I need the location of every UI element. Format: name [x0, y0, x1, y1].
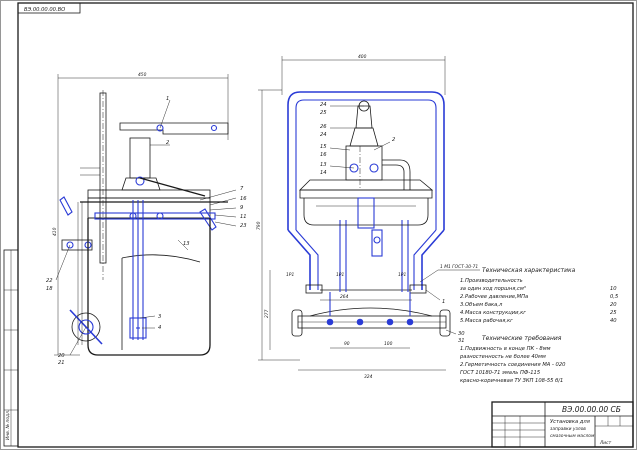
tech-specs-heading: Техническая характеристика: [482, 267, 576, 274]
spec-line-3: 2.Рабочее давление,МПа: [460, 294, 528, 300]
right-dim-bottom-2: 324: [364, 374, 373, 380]
inner-frame: [17, 2, 634, 448]
callout-right-14: 14: [320, 170, 327, 176]
callout-right-25: 24: [320, 102, 327, 108]
callout-left-22: 22: [46, 278, 53, 284]
side-stamp-strip: Инв. № подл.: [3, 249, 19, 447]
spec-value-1: 10: [610, 286, 617, 292]
callout-left-23: 23: [240, 223, 247, 229]
callout-left-2: 2: [166, 140, 169, 146]
tech-requirements: Технические требования 1.Подвижность в к…: [459, 335, 566, 384]
title-block: ВЭ.00.00.00 СБ Установка для заправки уз…: [491, 401, 634, 448]
spec-line-1: 1.Производительность: [460, 278, 523, 284]
callout-left-9: 9: [240, 205, 243, 211]
callout-right-1: 1: [442, 299, 445, 305]
callout-left-16: 16: [240, 196, 247, 202]
left-view: 450 410: [46, 72, 247, 366]
right-dim-side: 277: [264, 309, 270, 318]
callout-right-16: 16: [320, 152, 327, 158]
callout-left-11: 11: [240, 214, 247, 220]
callout-right-15: 15: [320, 144, 327, 150]
right-leader-label: 1 М1 ГОСТ-30-71: [440, 264, 478, 270]
req-line-5: красно-коричневая ТУ ЗКП 108-55 б/1: [460, 378, 563, 384]
req-line-3: 2.Герметичность соединения МА - 020: [460, 362, 566, 368]
callout-left-21: 21: [58, 360, 65, 366]
tech-specs: Техническая характеристика 1.Производите…: [460, 267, 619, 324]
left-dim-left: 410: [52, 227, 58, 236]
title-name-3: смазочным маслом: [550, 434, 595, 439]
right-dim-bottom-3: 90: [344, 341, 350, 347]
right-view: 400 790 277: [256, 54, 480, 380]
callout-right-27: 26: [320, 124, 327, 130]
spec-value-2: 0,5: [610, 294, 619, 300]
tech-req-heading: Технические требования: [482, 335, 562, 342]
req-line-1: 1.Подвижность в конце ПК - 8мм: [460, 346, 551, 352]
spec-value-3: 20: [610, 302, 617, 308]
callout-left-13: 13: [183, 241, 190, 247]
callout-right-31: 31: [458, 338, 465, 344]
title-sheet-label: Лист: [599, 440, 612, 446]
callout-left-3: 3: [158, 314, 161, 320]
weld-mark-1: 1Р1: [286, 272, 294, 278]
header-code-box: ВЭ.00.00.00.ВО: [17, 2, 81, 14]
spec-value-4: 25: [610, 310, 617, 316]
spec-line-5: 4.Масса конструкции,кг: [460, 310, 526, 316]
spec-value-5: 40: [610, 318, 617, 324]
header-code: ВЭ.00.00.00.ВО: [24, 7, 65, 13]
right-dim-height: 790: [256, 221, 262, 230]
req-line-4: ГОСТ 10180-71 эмаль ПФ-115: [460, 370, 541, 376]
callout-right-24: 24: [320, 132, 327, 138]
req-line-2: разностенность не более 40мм: [459, 354, 546, 360]
weld-mark-2: 1Р1: [336, 272, 344, 278]
callout-right-30: 30: [458, 331, 465, 337]
callout-left-1: 1: [166, 96, 169, 102]
right-dim-bottom-4: 100: [384, 341, 393, 347]
callout-right-2: 2: [392, 137, 395, 143]
title-name-1: Установка для: [550, 419, 590, 425]
callout-right-13: 13: [320, 162, 327, 168]
left-callouts: 1 2 7 16 9 11 23 13 22 18 3 4 20 21: [46, 96, 247, 366]
spec-line-4: 3.Объем бака,л: [460, 302, 503, 308]
callout-left-4: 4: [158, 325, 161, 331]
weld-mark-3: 1Р1: [398, 272, 406, 278]
right-callouts: 24 25 26 24 15 16 13 14 2 1 30 31: [320, 102, 465, 344]
callout-left-7: 7: [240, 186, 244, 192]
title-doc-code: ВЭ.00.00.00 СБ: [562, 405, 621, 414]
left-dim-top: 450: [138, 72, 147, 78]
title-name-2: заправки узлов: [550, 427, 586, 432]
callout-left-18: 18: [46, 286, 53, 292]
spec-line-6: 5.Масса рабочая,кг: [460, 318, 513, 324]
right-dim-top: 400: [358, 54, 367, 60]
right-dim-bottom-1: 264: [340, 294, 349, 300]
spec-line-2: за один ход поршня,см³: [460, 286, 526, 292]
callout-right-26: 25: [320, 110, 327, 116]
callout-left-20: 20: [58, 353, 65, 359]
side-stamp-label: Инв. № подл.: [5, 410, 11, 440]
